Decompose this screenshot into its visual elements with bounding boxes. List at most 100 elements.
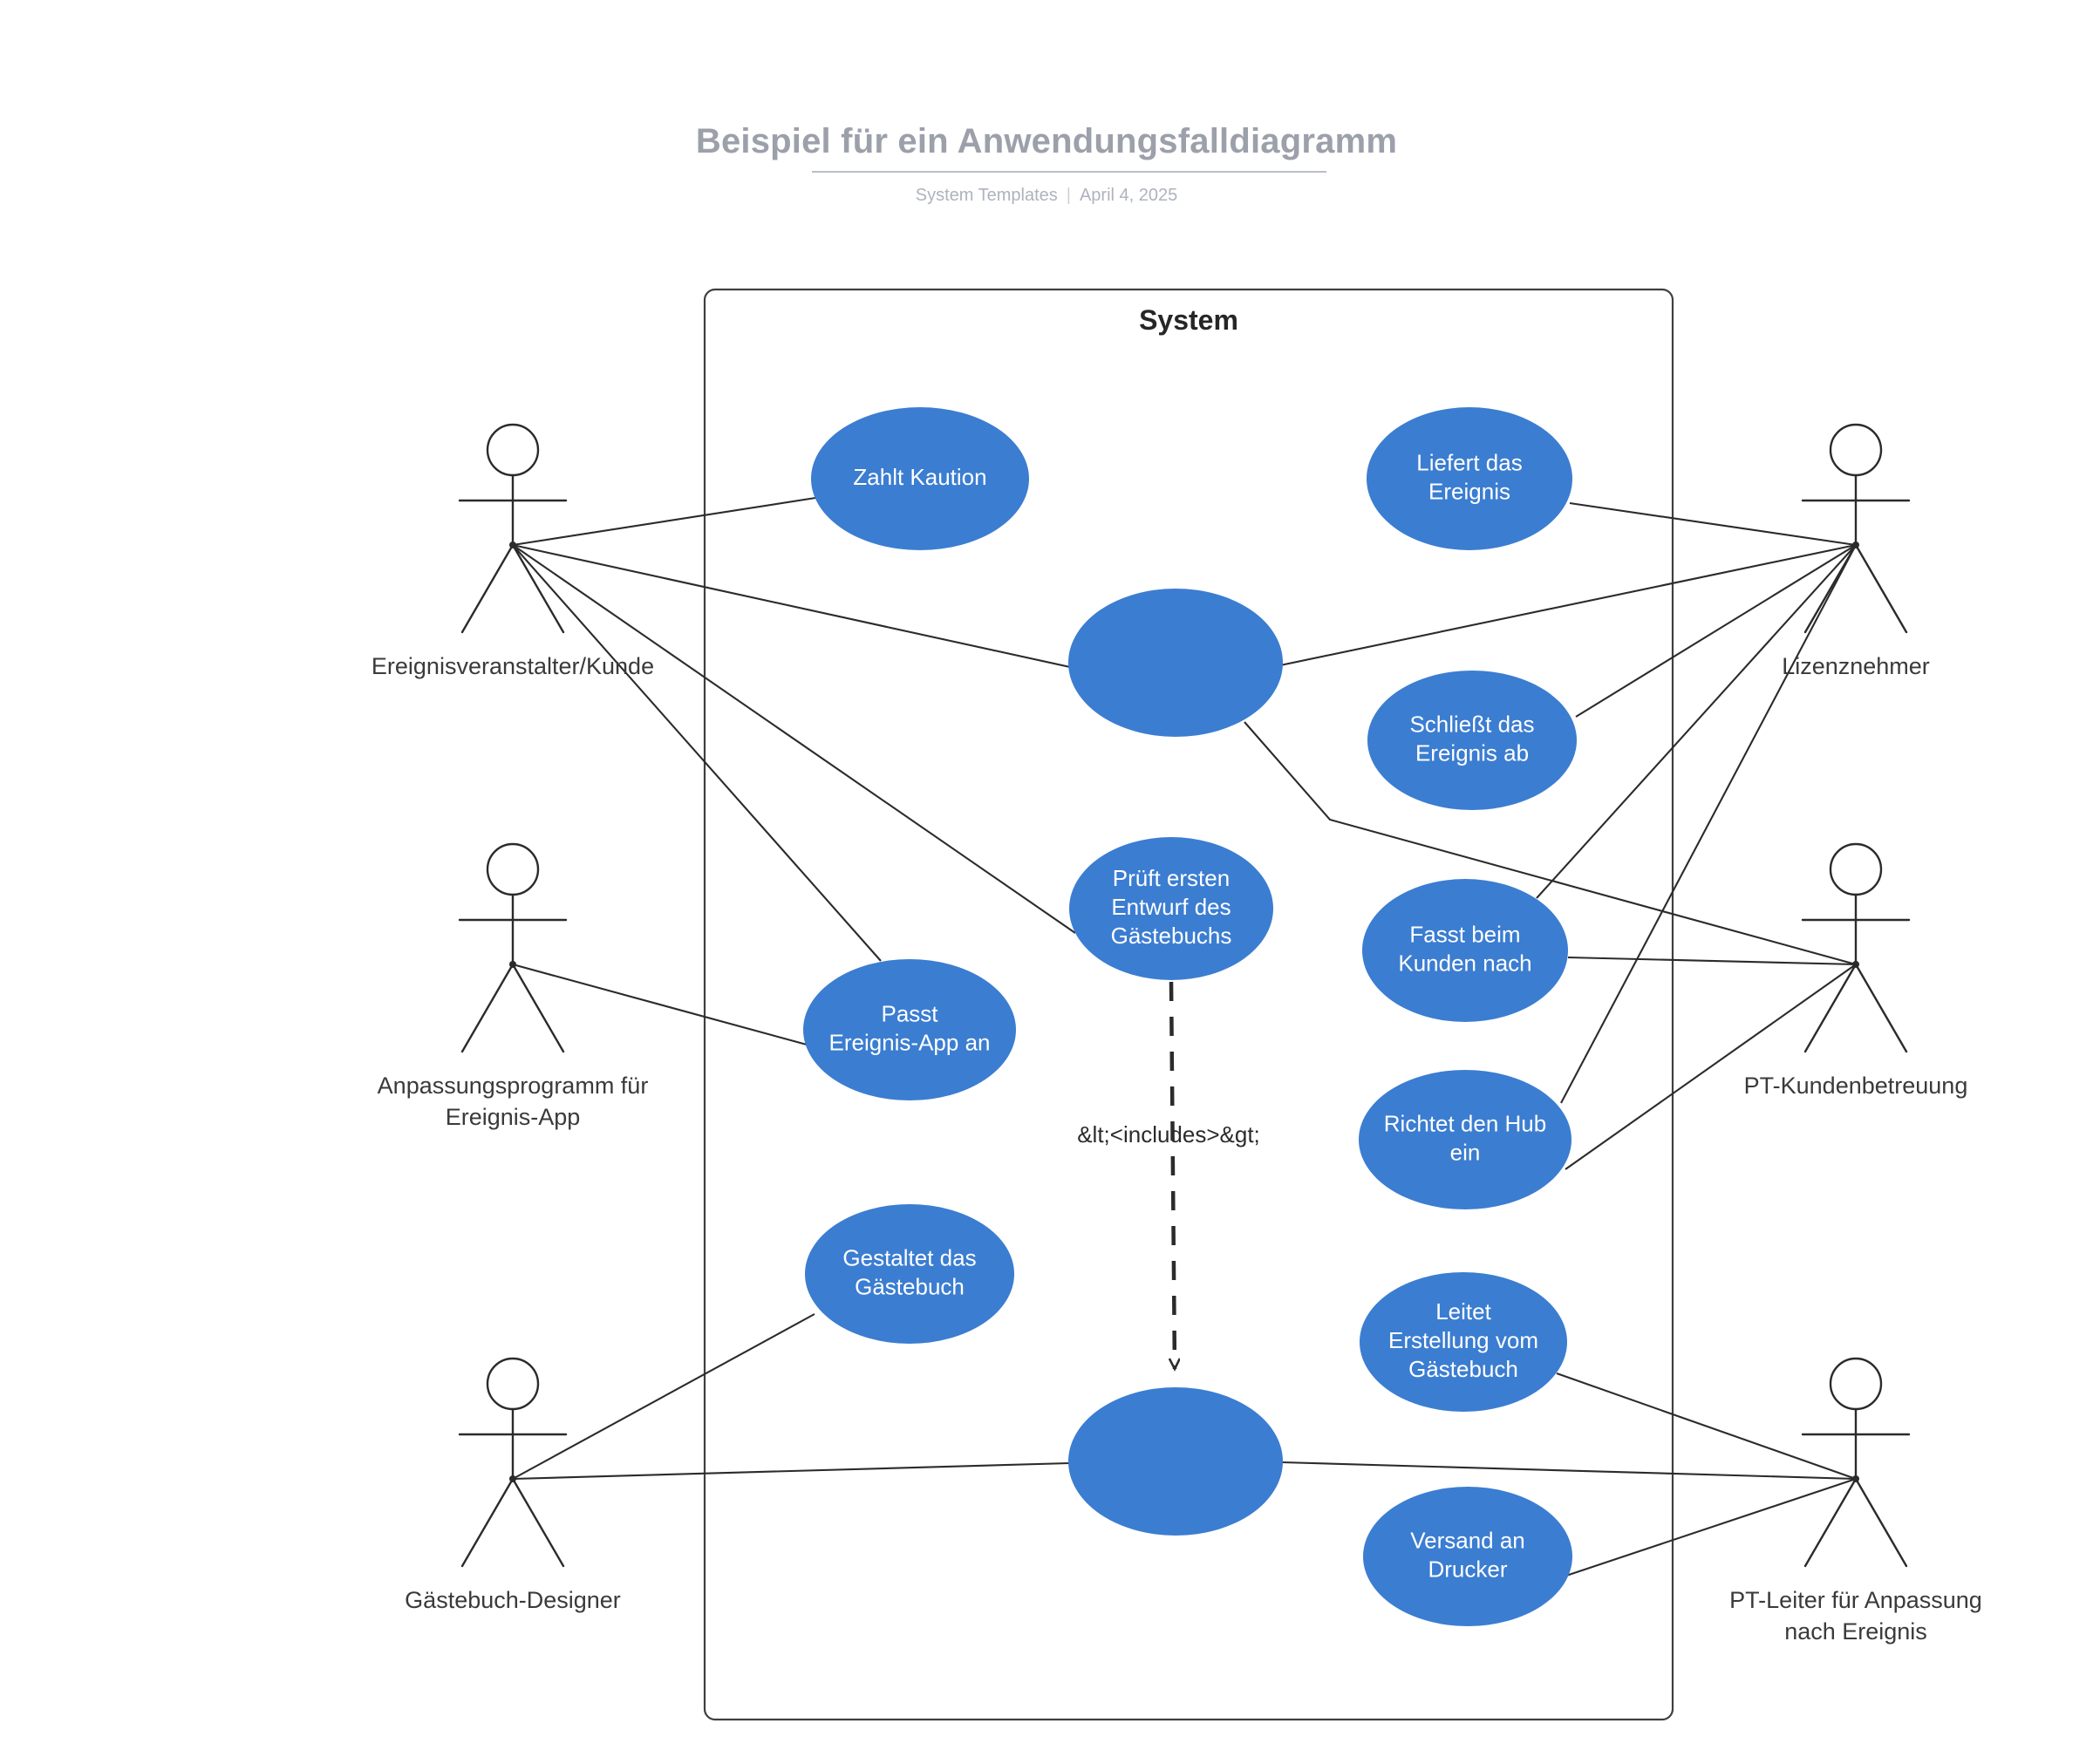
assoc-pt-kundenbetreuung-center-top: [1244, 721, 1857, 966]
assoc-lizenznehmer-richtet-hub-ein: [1560, 544, 1857, 1104]
actor-left-leg-line: [1803, 1477, 1858, 1568]
actor-right-leg-line: [511, 963, 565, 1053]
actor-layer: Ereignisveranstalter/KundeAnpassungsprog…: [372, 423, 1982, 1645]
actor-hip-joint: [509, 1475, 516, 1482]
actor-hip-joint: [509, 541, 516, 548]
assoc-lizenznehmer-fasst-beim-kunden-nach: [1536, 544, 1857, 899]
use-case-ellipse[interactable]: [1069, 837, 1273, 980]
assoc-lizenznehmer-schliesst-ereignis-ab: [1575, 544, 1857, 718]
actor-hip-joint: [509, 961, 516, 968]
use-case-ellipse[interactable]: [811, 407, 1029, 550]
assoc-pt-kundenbetreuung-richtet-hub-ein: [1565, 964, 1857, 1170]
assoc-pt-kundenbetreuung-fasst-beim-kunden-nach: [1567, 956, 1857, 966]
title-divider: [812, 171, 1326, 173]
use-case-ellipse[interactable]: [1362, 879, 1568, 1022]
actor-hip-joint: [1852, 1475, 1859, 1482]
actor-left-leg-line: [1803, 963, 1858, 1053]
actor-label: Lizenznehmer: [1782, 653, 1930, 679]
page-title: Beispiel für ein Anwendungsfalldiagramm: [695, 122, 1398, 160]
assoc-lizenznehmer-liefert-ereignis: [1569, 501, 1857, 547]
meta-separator: |: [1066, 186, 1071, 205]
use-case-unnamed-center-bottom[interactable]: [1068, 1387, 1283, 1536]
assoc-designer-center-bottom: [512, 1461, 1070, 1481]
actor-head-icon: [486, 423, 540, 477]
actor-right-leg-line: [1854, 543, 1908, 634]
system-boundary-label: System: [1139, 304, 1238, 336]
actor-hip-joint: [1852, 961, 1859, 968]
actor-left-leg-line: [460, 543, 515, 634]
association-lines: [512, 496, 1857, 1577]
use-case-ellipse[interactable]: [1363, 1487, 1572, 1626]
actor-hip-joint: [1852, 541, 1859, 548]
actor-head-icon: [1829, 1357, 1883, 1411]
actor-label: Gästebuch-Designer: [405, 1587, 621, 1613]
actor-pt-kundenbetreuung[interactable]: PT-Kundenbetreuung: [1744, 842, 1968, 1099]
actor-head-icon: [1829, 423, 1883, 477]
use-case-ellipse[interactable]: [1367, 407, 1572, 550]
actor-right-leg-line: [511, 1477, 565, 1568]
use-case-ellipse[interactable]: [805, 1204, 1014, 1344]
actor-right-leg-line: [1854, 963, 1908, 1053]
document-header: Beispiel für ein Anwendungsfalldiagramm …: [0, 0, 2093, 227]
use-case-ellipse[interactable]: [1359, 1070, 1571, 1209]
include-relationship: &lt;<includes>&gt;: [1077, 981, 1260, 1369]
use-case-unnamed-center-top[interactable]: [1068, 589, 1283, 737]
date-label: April 4, 2025: [1079, 186, 1178, 205]
include-dashed-line: [1171, 981, 1175, 1369]
use-case-ellipse[interactable]: [1068, 1387, 1283, 1536]
use-case-label: Zahlt Kaution: [853, 464, 986, 490]
actor-left-leg-line: [460, 1477, 515, 1568]
actor-label: PT-Kundenbetreuung: [1744, 1073, 1968, 1099]
actor-ereignisveranstalter-kunde[interactable]: Ereignisveranstalter/Kunde: [372, 423, 654, 679]
actor-left-leg-line: [460, 963, 515, 1053]
assoc-designer-gestaltet-gaestebuch: [512, 1313, 815, 1480]
actor-head-icon: [1829, 842, 1883, 896]
actor-gaestebuch-designer[interactable]: Gästebuch-Designer: [405, 1357, 621, 1613]
actor-right-leg-line: [1854, 1477, 1908, 1568]
system-boundary: System: [703, 288, 1674, 1721]
source-label: System Templates: [915, 186, 1058, 205]
assoc-anpassungsprogramm-passt-app-an: [512, 963, 808, 1046]
actor-head-icon: [486, 1357, 540, 1411]
system-boundary-rect: [703, 288, 1674, 1721]
include-stereotype-label: &lt;<includes>&gt;: [1077, 1121, 1260, 1148]
assoc-pt-leiter-leitet-erstellung: [1556, 1372, 1857, 1480]
actor-lizenznehmer[interactable]: Lizenznehmer: [1782, 423, 1930, 679]
use-case-ellipse[interactable]: [1068, 589, 1283, 737]
assoc-lizenznehmer-center-top: [1279, 543, 1857, 667]
assoc-pt-leiter-versand-an-drucker: [1563, 1478, 1857, 1577]
use-case-ellipse[interactable]: [803, 959, 1016, 1100]
use-case-zahlt-kaution[interactable]: Zahlt Kaution: [811, 407, 1029, 550]
assoc-kunde-prueft-entwurf: [512, 544, 1076, 934]
use-case-ellipse[interactable]: [1367, 671, 1577, 810]
use-case-ellipse[interactable]: [1360, 1272, 1567, 1412]
assoc-kunde-passt-app-an: [512, 544, 882, 962]
actor-right-leg-line: [511, 543, 565, 634]
actor-head-icon: [486, 842, 540, 896]
assoc-pt-leiter-center-bottom: [1281, 1461, 1857, 1481]
actor-label: Ereignisveranstalter/Kunde: [372, 653, 654, 679]
